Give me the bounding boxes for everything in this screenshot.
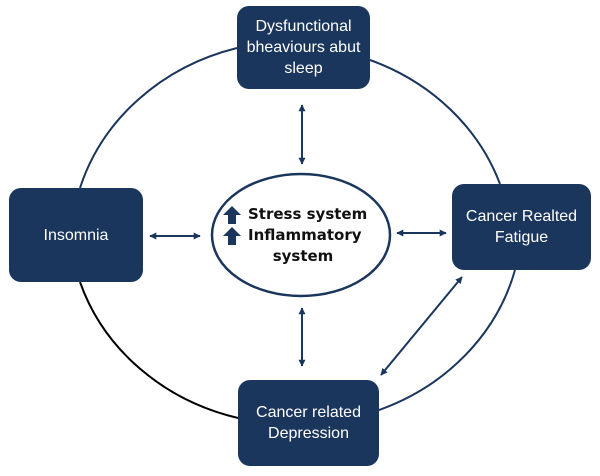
up-arrow-icon xyxy=(223,206,241,224)
cycle-arc-top-left xyxy=(79,47,238,189)
node-cancer-related-depression: Cancer related Depression xyxy=(238,380,379,466)
center-line-stress: Stress system xyxy=(248,205,368,223)
cycle-arc-bottom-right xyxy=(378,269,516,411)
node-dysfunctional-behaviours-label: Dysfunctional bheaviours abut sleep xyxy=(246,18,361,77)
center-label: Stress system Inflammatory system xyxy=(222,204,382,266)
center-row-inflammatory: Inflammatory xyxy=(222,225,382,246)
node-cancer-related-fatigue: Cancer Realted Fatigue xyxy=(452,184,591,270)
cycle-arc-top-right xyxy=(369,59,501,185)
center-line-inflammatory: Inflammatory xyxy=(248,226,362,244)
node-dysfunctional-behaviours: Dysfunctional bheaviours abut sleep xyxy=(237,6,370,89)
node-cancer-related-depression-label: Cancer related Depression xyxy=(256,404,361,442)
up-arrow-icon xyxy=(223,227,241,245)
node-cancer-related-fatigue-label: Cancer Realted Fatigue xyxy=(465,208,578,246)
arrow-right-bottom xyxy=(380,276,463,376)
center-row-system: system xyxy=(222,246,382,266)
central-ellipse xyxy=(210,172,392,298)
cycle-arc-bottom-left xyxy=(79,281,239,419)
node-insomnia-label: Insomnia xyxy=(43,226,109,244)
center-line-system: system xyxy=(272,247,334,265)
center-row-stress: Stress system xyxy=(222,204,382,225)
node-insomnia: Insomnia xyxy=(9,188,143,282)
